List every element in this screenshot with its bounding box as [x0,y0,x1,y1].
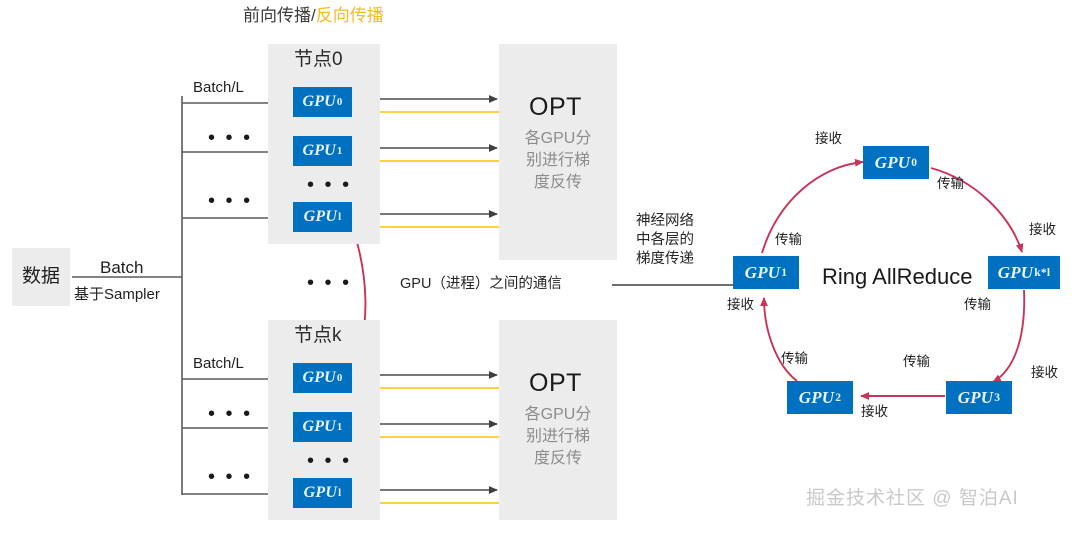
gpu-name: GPU [303,208,338,225]
opt-desc-line-3: 度反传 [533,174,582,192]
node-k-side-dots-1: • • • [208,403,253,425]
node-k-inner-dots: • • • [307,450,352,472]
gpu-name: GPU [302,418,336,435]
ring-label-receive-right-upper: 接收 [1029,222,1056,237]
opt-k-panel [499,320,617,520]
node-0-side-dots-1: • • • [208,127,253,149]
gpu-subscript: 2 [835,391,842,404]
ring-allreduce-title: Ring AllReduce [822,264,973,289]
page-title: 前向传播/反向传播 [243,6,384,26]
gradient-note-line-2: 中各层的 [636,232,694,249]
gpu-subscript: 1 [336,145,343,157]
opt-k-description: 各GPU分 别进行梯 度反传 [499,404,617,470]
opt-k-title: OPT [529,369,582,397]
opt-0-description: 各GPU分 别进行梯 度反传 [499,128,617,194]
node-k-title: 节点k [294,325,342,346]
batch-label: Batch [100,258,144,277]
ring-label-receive-right-outer: 接收 [1031,365,1058,380]
opt-desc-line-1: 各GPU分 [524,406,592,423]
node-0-inner-dots: • • • [307,174,352,196]
ring-label-receive-top-left: 接收 [815,131,842,146]
gpu-subscript: 0 [336,96,343,108]
ring-label-transmit-left-upper: 传输 [775,232,802,247]
backward-prop-label: 反向传播 [315,6,384,25]
ring-label-transmit-bottom-middle: 传输 [903,354,930,369]
gpu-subscript: k*l [1034,266,1051,279]
forward-prop-label: 前向传播 [243,6,311,25]
ring-label-receive-left-lower: 接收 [727,297,754,312]
ring-label-transmit-bottom-left: 传输 [781,351,808,366]
data-source-box: 数据 [12,248,70,306]
data-source-label: 数据 [21,265,60,287]
gradient-transfer-note: 神经网络 中各层的 梯度传递 [636,212,694,269]
gpu-subscript: l [338,211,342,223]
gpu-subscript: 1 [781,266,788,279]
title-separator: / [311,6,316,25]
gpu-subscript: l [338,487,342,499]
opt-0-panel [499,44,617,260]
opt-desc-line-1: 各GPU分 [524,130,592,147]
gpu-subscript: 0 [911,156,918,169]
node-k-side-dots-2: • • • [208,466,253,488]
gpu-name: GPU [957,387,994,407]
opt-desc-line-3: 度反传 [533,450,582,468]
gpu-name: GPU [303,484,338,501]
gpu-subscript: 1 [336,421,343,433]
opt-0-title: OPT [529,93,582,121]
gpu-name: GPU [744,262,781,282]
sampler-label: 基于Sampler [74,286,160,303]
gpu-subscript: 3 [994,391,1001,404]
node-k-batch-label: Batch/L [193,355,244,372]
ring-label-transmit-top-right: 传输 [937,176,964,191]
node-0-side-dots-2: • • • [208,190,253,212]
node-0-batch-label: Batch/L [193,79,244,96]
opt-desc-line-2: 别进行梯 [525,428,590,446]
gpu-name: GPU [874,152,911,172]
between-nodes-dots: • • • [307,272,352,294]
ring-label-receive-bottom-middle: 接收 [861,404,888,419]
gpu-name: GPU [302,369,336,386]
node-0-title: 节点0 [294,49,343,70]
opt-desc-line-2: 别进行梯 [525,152,590,170]
gradient-note-line-1: 神经网络 [636,213,694,229]
gpu-name: GPU [302,142,336,159]
ring-label-transmit-right-lower: 传输 [964,297,991,312]
gpu-subscript: 0 [336,372,343,384]
gradient-note-line-3: 梯度传递 [636,251,694,268]
gpu-name: GPU [798,387,835,407]
gpu-communication-note: GPU（进程）之间的通信 [400,276,562,292]
gpu-name: GPU [302,93,336,110]
watermark: 掘金技术社区 @ 智泊AI [806,488,1019,509]
gpu-name: GPU [997,262,1034,282]
